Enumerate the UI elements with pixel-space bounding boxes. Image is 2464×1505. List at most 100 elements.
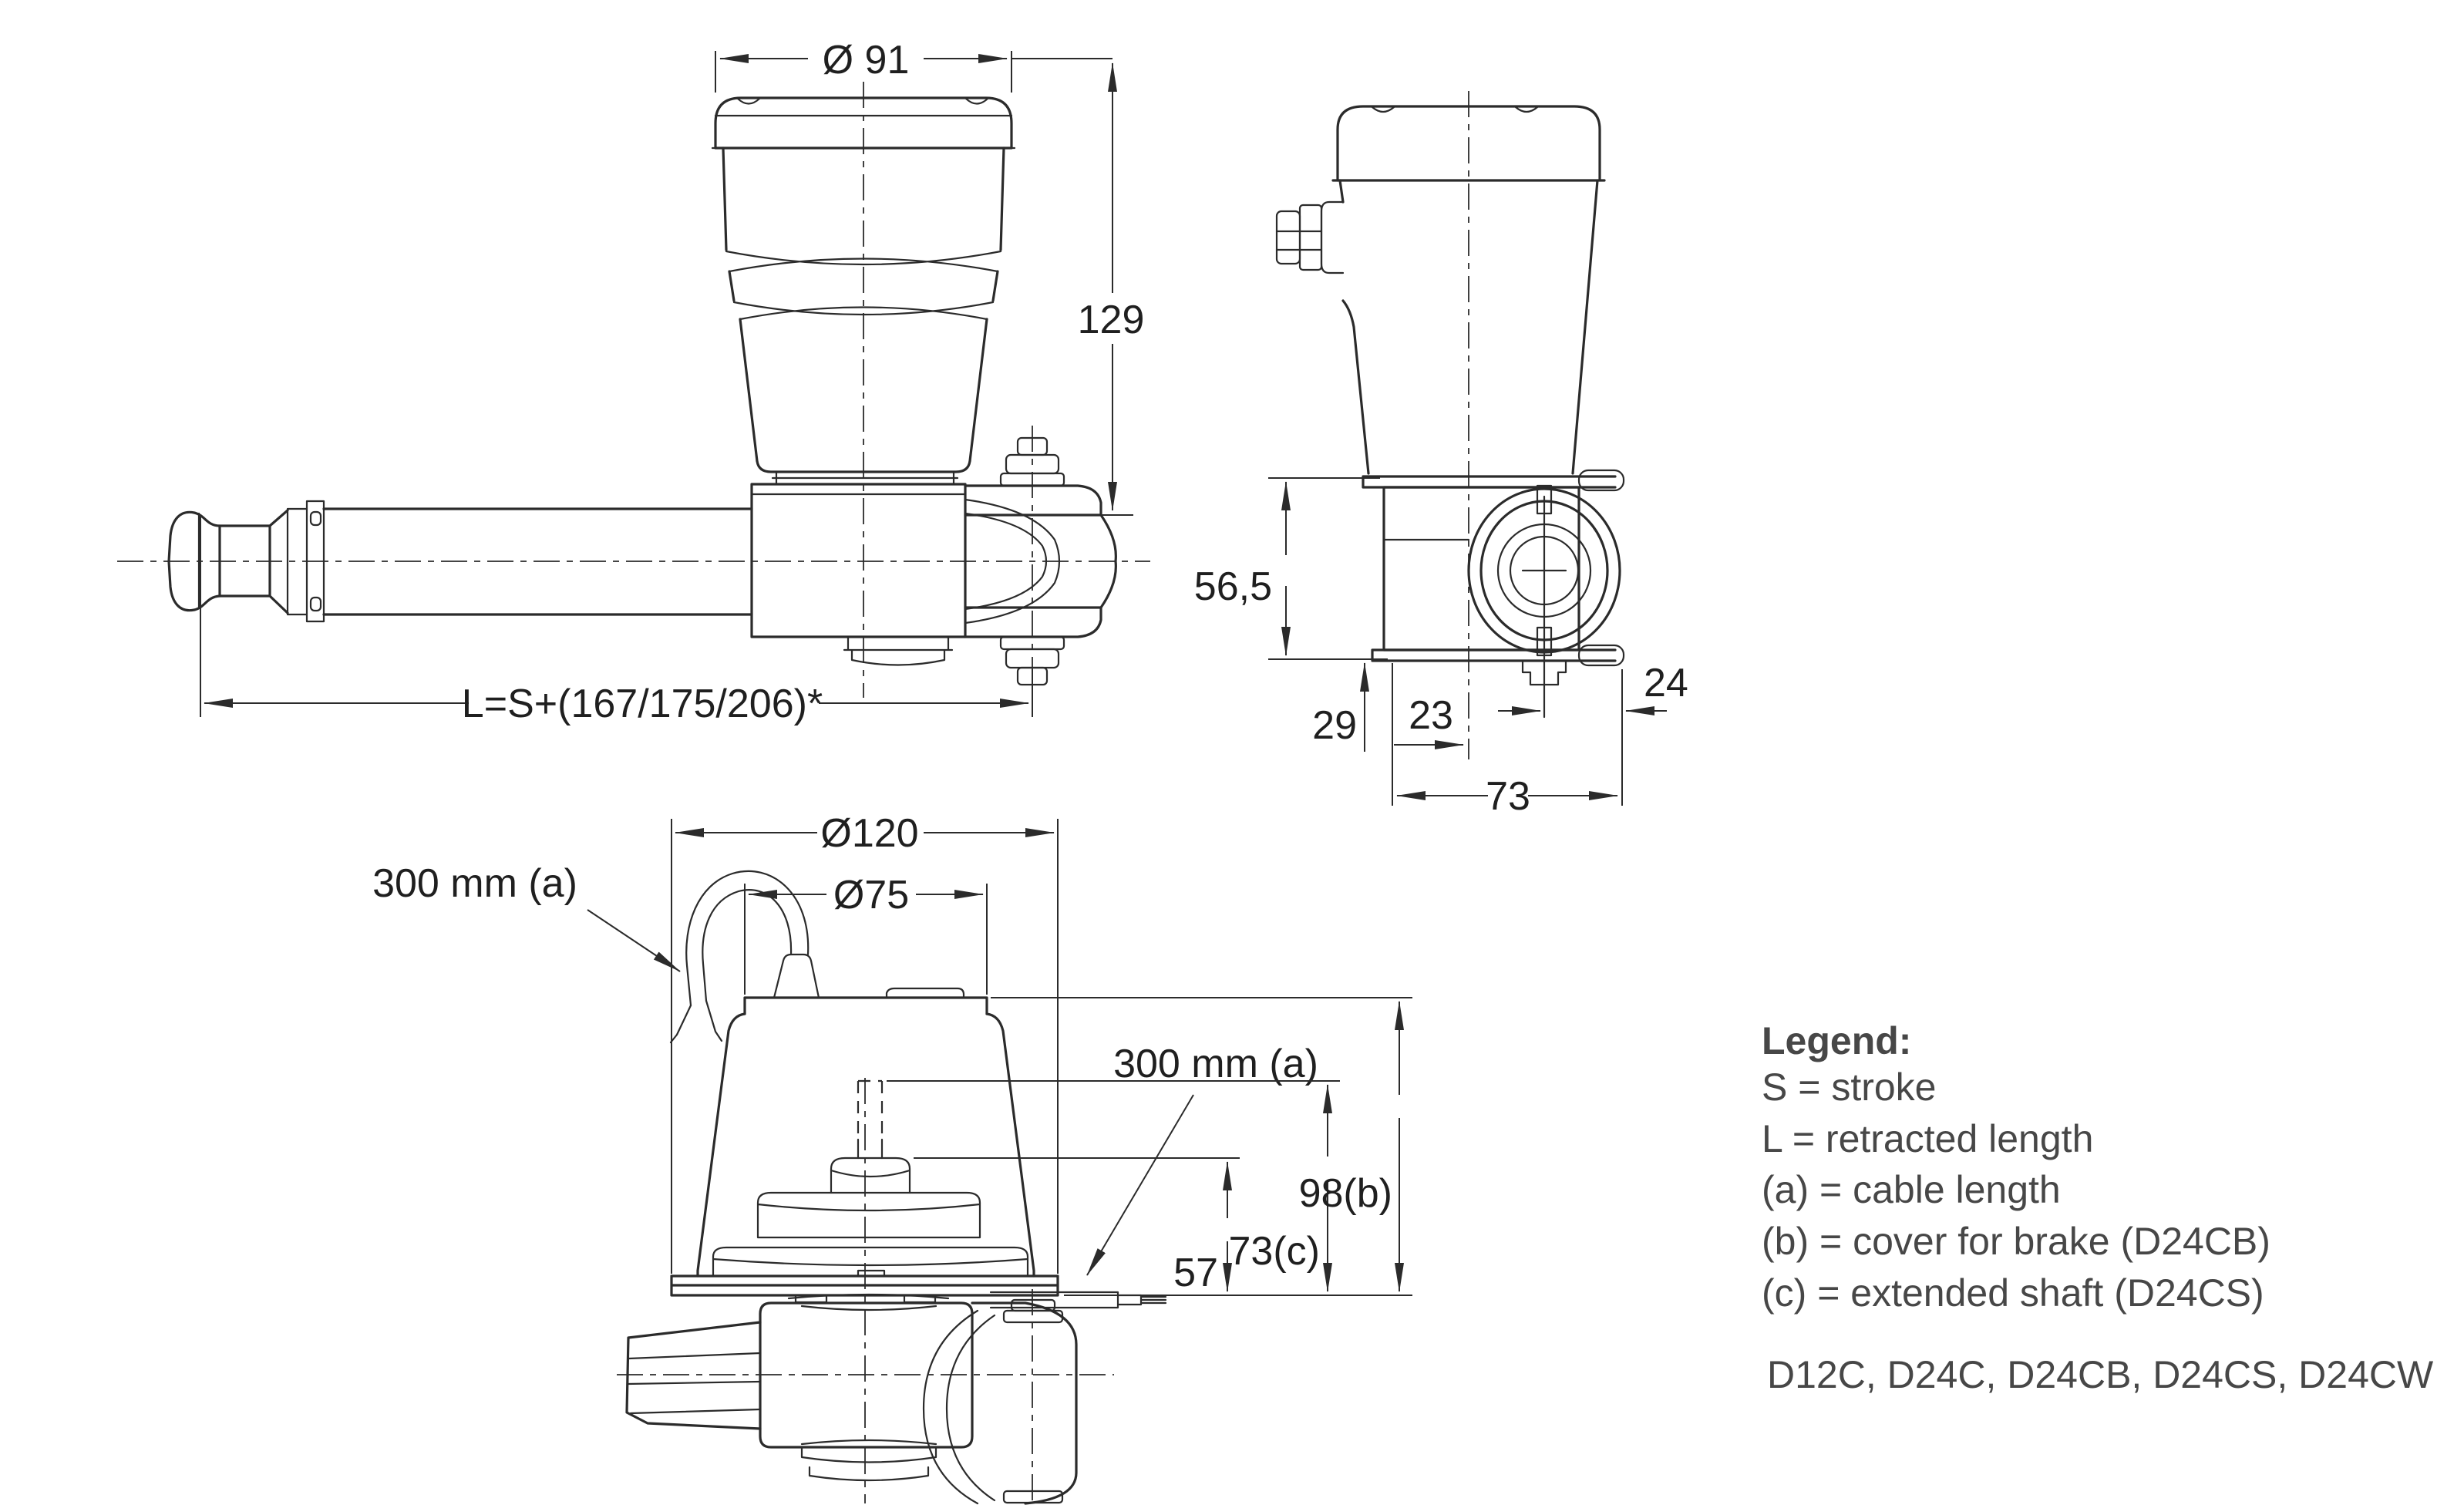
dim-56-5: 56,5 [1194,477,1388,660]
brake-cover-plate [743,996,988,1015]
dim-label-56-5: 56,5 [1194,564,1272,609]
legend-title: Legend: [1762,1019,1911,1062]
dim-98b: 98(b) [991,997,1412,1292]
motor-collar [768,470,964,486]
motor-body-seam-2 [732,301,995,321]
front-clevis-pin-top-cap [1010,1298,1056,1312]
dim-57: 57 [914,1157,1240,1295]
cover-bump [885,987,965,999]
clevis-outer-edge [1099,513,1117,609]
dim-29: 29 [1312,662,1369,752]
motor-body-upper [722,146,1005,251]
dim-129: 129 [1074,62,1145,516]
end-motor-body [1338,179,1599,475]
end-view: 56,5 29 23 24 73 [1194,91,1688,819]
dim-73c: 73(c) [887,1080,1340,1292]
end-top-bracket-pad [1577,469,1625,492]
tube-end-cap [286,500,325,623]
tube-cap-slot-top [309,510,322,527]
dim-label-23: 23 [1409,693,1453,738]
dim-label-24: 24 [1644,661,1688,705]
dim-73: 73 [1396,774,1618,819]
cable-curve-outer [685,870,810,1007]
motor-bottom [756,460,971,473]
cable-curve-inner [702,889,793,1002]
cable-strain-relief [773,953,820,999]
dim-label-98b: 98(b) [1299,1171,1392,1216]
clevis-eye-center-marks [1521,495,1567,719]
front-clevis-band-outer [922,1309,979,1505]
dim-label-dia-91: Ø 91 [823,38,910,82]
dim-label-73c: 73(c) [1229,1229,1320,1274]
dim-label-cable-1: 300 mm (a) [372,861,577,906]
cable-wire-fork [669,999,723,1044]
clevis-bottom-arm [964,606,1102,638]
front-rod-steps [626,1352,762,1415]
dim-label-29: 29 [1312,703,1357,748]
dim-dia-120: Ø120 [671,811,1059,1274]
cable-gland-body [1298,204,1323,271]
dim-24: 24 [1498,661,1688,806]
clevis-top-arm [964,484,1102,517]
clevis-jaw-inner-curve [964,512,1048,611]
front-rod-end [625,1321,762,1430]
shaft-stub [857,1138,884,1160]
dim-label-dia-75: Ø75 [833,873,909,917]
housing-right-side [985,1012,1035,1278]
front-bottom-cap [800,1446,937,1482]
gear-housing [750,483,967,638]
dim-dia-75: Ø75 [744,873,988,995]
dim-label-dia-120: Ø120 [820,811,918,856]
cable-length-callout-1: 300 mm (a) [372,861,681,972]
dim-label-57: 57 [1173,1251,1218,1295]
legend: Legend: S = stroke L = retracted length … [1762,1019,2434,1396]
dim-23: 23 [1392,663,1464,806]
cylinder-tube [322,507,753,616]
end-cap-notches [1371,106,1539,113]
cable-gland-nut [1275,210,1301,265]
front-clevis-band-inner [945,1314,996,1502]
gear-disc-upper [756,1191,981,1239]
dim-label-73: 73 [1486,774,1530,819]
legend-models: D12C, D24C, D24CB, D24CS, D24CW [1767,1353,2434,1396]
tube-cap-slot-bottom [309,596,322,612]
motor-cap-notches [736,97,989,105]
dim-retracted-length: L=S+(167/175/206)* [200,517,1033,726]
mounting-flange [670,1274,1059,1297]
motor-body-mid [728,270,999,302]
extended-shaft-hidden [857,1079,884,1140]
legend-item-stroke: S = stroke [1762,1066,1937,1109]
dim-dia-91: Ø 91 [715,38,1113,93]
gear-housing-bottom-cap [843,635,954,666]
motor-cap-outline [714,96,1013,150]
front-cylinder-arcs [800,1305,937,1446]
shaft-collar [830,1157,911,1194]
cable-gland-seams [1275,230,1323,251]
motor-body-seam-1 [725,250,1002,273]
front-cylinder-block [759,1301,974,1449]
front-view: Ø120 Ø75 300 mm (a) 300 mm (a) 57 [372,811,1412,1505]
housing-left-side [696,1012,746,1278]
legend-item-extended-shaft: (c) = extended shaft (D24CS) [1762,1271,2264,1315]
cable-length-callout-2: 300 mm (a) [1086,1042,1318,1276]
dim-label-length: L=S+(167/175/206)* [462,682,823,726]
legend-item-retracted-length: L = retracted length [1762,1117,2093,1160]
end-top-plate [1362,475,1617,489]
legend-item-cable-length: (a) = cable length [1762,1168,2061,1211]
gear-disc-lower [712,1246,1029,1278]
side-view: Ø 91 129 L=S+(167/175/206)* [117,38,1150,726]
front-clevis-outline [971,1301,1078,1505]
cable-gland-boss [1320,200,1345,274]
side-cable-connector [989,1291,1167,1309]
motor-body-lower [739,318,988,463]
legend-item-brake-cover: (b) = cover for brake (D24CB) [1762,1220,2270,1263]
end-bottom-bracket-pad [1577,644,1625,667]
dim-label-129: 129 [1078,298,1145,342]
flange-center-tab [857,1269,886,1278]
end-motor-cap [1336,105,1601,182]
front-clevis-pin-bottom [1002,1490,1064,1504]
dim-label-cable-2: 300 mm (a) [1113,1042,1318,1086]
clevis-jaw-outer-curve [964,498,1061,625]
